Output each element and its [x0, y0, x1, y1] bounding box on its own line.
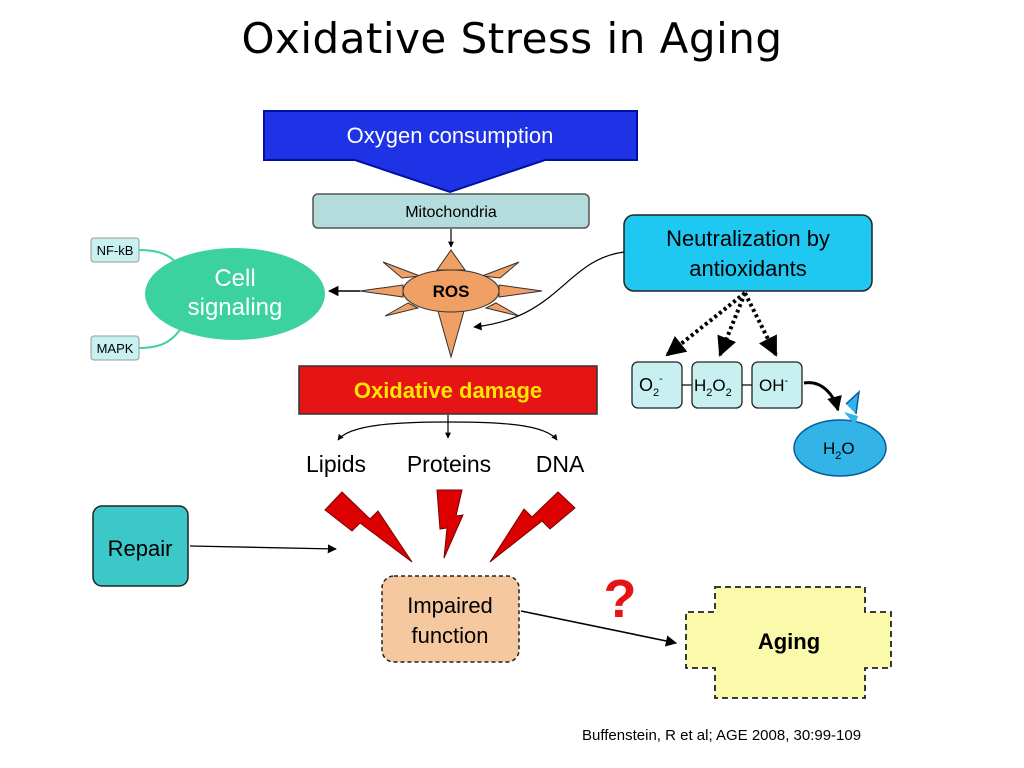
- ros-label: ROS: [433, 282, 470, 301]
- oxygen-consumption-label: Oxygen consumption: [347, 123, 554, 148]
- superoxide-label: O2-: [639, 373, 663, 399]
- superoxide-box: O2-: [631, 361, 683, 409]
- antioxidant-dotted-arrows: [665, 291, 778, 357]
- water-label: H2O: [823, 439, 855, 462]
- neutralization-box: Neutralization by antioxidants: [623, 214, 873, 292]
- aging-label: Aging: [758, 629, 820, 654]
- repair-label: Repair: [108, 536, 173, 561]
- slide-title: Oxidative Stress in Aging: [241, 14, 783, 63]
- impaired-line2: function: [411, 623, 488, 648]
- lightning-bolts: [324, 489, 576, 563]
- impaired-line1: Impaired: [407, 593, 493, 618]
- cell-signaling-line1: Cell: [214, 265, 255, 292]
- aging-box: Aging: [685, 586, 892, 699]
- proteins-bolt-icon: [436, 489, 464, 559]
- impaired-to-aging-arrow: [520, 610, 678, 647]
- peroxide-label: H2O2: [694, 376, 732, 399]
- dna-label: DNA: [536, 451, 585, 477]
- neutralization-line2: antioxidants: [689, 256, 806, 281]
- proteins-label: Proteins: [407, 451, 491, 477]
- lipids-bolt-icon: [324, 491, 413, 563]
- water-bubble: H2O: [793, 390, 887, 477]
- dna-bolt-icon: [489, 491, 576, 563]
- cell-signaling-line2: signaling: [188, 294, 283, 321]
- mapk-label: MAPK: [97, 341, 134, 356]
- question-mark: ?: [604, 569, 637, 629]
- peroxide-box: H2O2: [691, 361, 743, 409]
- oxidative-damage-label: Oxidative damage: [354, 378, 542, 403]
- hydroxyl-label: OH-: [759, 375, 789, 395]
- hydroxyl-to-water-arrow: [803, 381, 842, 412]
- oxidative-damage-box: Oxidative damage: [298, 365, 598, 415]
- citation: Buffenstein, R et al; AGE 2008, 30:99-10…: [582, 727, 862, 744]
- mitochondria-box: Mitochondria: [312, 193, 590, 229]
- cell-signaling-node: Cell signaling: [145, 248, 325, 340]
- impaired-function-box: Impaired function: [381, 575, 520, 663]
- ros-starburst: [359, 249, 543, 359]
- repair-to-impaired-arrow: [189, 544, 337, 554]
- oxygen-consumption-arrow: Oxygen consumption: [263, 110, 638, 194]
- neutralization-line1: Neutralization by: [666, 226, 830, 251]
- neutralization-to-ros-arrow: [473, 251, 625, 331]
- repair-box: Repair: [92, 505, 189, 587]
- mapk-box: MAPK: [90, 335, 140, 361]
- hydroxyl-box: OH-: [751, 361, 803, 409]
- mitochondria-label: Mitochondria: [405, 204, 497, 221]
- damage-branch-arrows: [337, 415, 558, 441]
- nfkb-label: NF-kB: [97, 243, 134, 258]
- lipids-label: Lipids: [306, 451, 366, 477]
- nfkb-box: NF-kB: [90, 237, 140, 263]
